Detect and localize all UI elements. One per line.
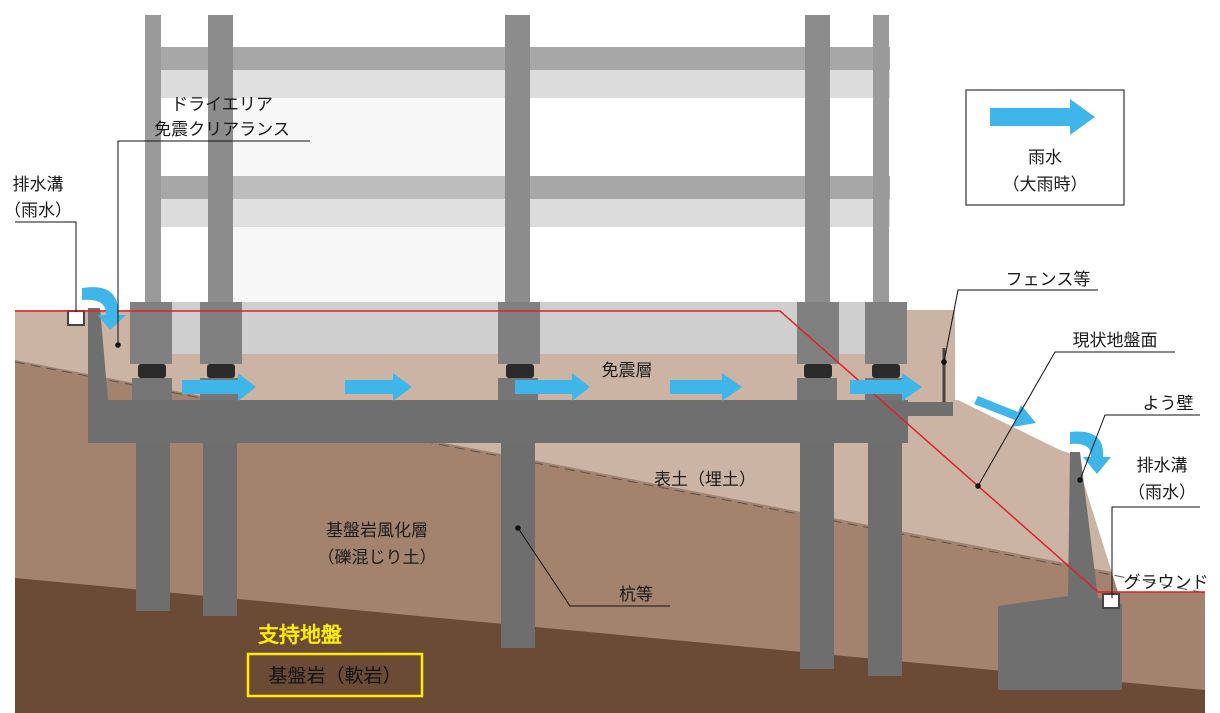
label-isolation-layer: 免震層 xyxy=(602,361,653,381)
piles xyxy=(136,443,902,676)
label-support-ground: 支持地盤 xyxy=(258,623,343,647)
legend: 雨水 （大雨時） xyxy=(965,89,1125,206)
foundation xyxy=(88,302,953,443)
legend-arrow-icon xyxy=(990,99,1095,135)
legend-label-heavy-rain: （大雨時） xyxy=(1003,175,1088,195)
leader-lines xyxy=(15,140,1200,607)
building-frame xyxy=(145,15,890,305)
rainwater-arrows xyxy=(82,287,1111,474)
label-retaining-wall: よう壁 xyxy=(1143,394,1194,414)
current-ground-line xyxy=(15,310,1205,593)
label-ground: グラウンド xyxy=(1124,573,1209,593)
slope-cut-area xyxy=(955,310,1205,592)
label-fence: フェンス等 xyxy=(1006,270,1091,290)
legend-label-rain: 雨水 xyxy=(1028,148,1062,168)
retaining-wall xyxy=(998,452,1122,690)
layer-boundary-dashed xyxy=(14,361,1206,594)
label-topsoil: 表土（埋土） xyxy=(654,470,756,490)
label-drain-left: 排水溝 xyxy=(13,175,64,195)
label-piles: 杭等 xyxy=(619,585,653,605)
label-bedrock: 基盤岩（軟岩） xyxy=(268,665,401,687)
label-drain-right: 排水溝 xyxy=(1137,456,1188,476)
label-weathered-layer: 基盤岩風化層 xyxy=(326,521,428,541)
bedrock-highlight-box xyxy=(246,652,424,698)
drain-right-box xyxy=(1102,593,1120,609)
drain-left-box xyxy=(67,310,85,326)
label-dry-area: ドライエリア xyxy=(171,95,273,115)
label-current-ground: 現状地盤面 xyxy=(1073,331,1158,351)
label-gravel-soil: （礫混じり土） xyxy=(318,548,437,568)
bedrock-layer xyxy=(15,578,1205,713)
label-drain-left-rain: （雨水） xyxy=(4,201,72,221)
label-seismic-clearance: 免震クリアランス xyxy=(154,120,290,140)
label-drain-right-rain: （雨水） xyxy=(1128,483,1196,503)
